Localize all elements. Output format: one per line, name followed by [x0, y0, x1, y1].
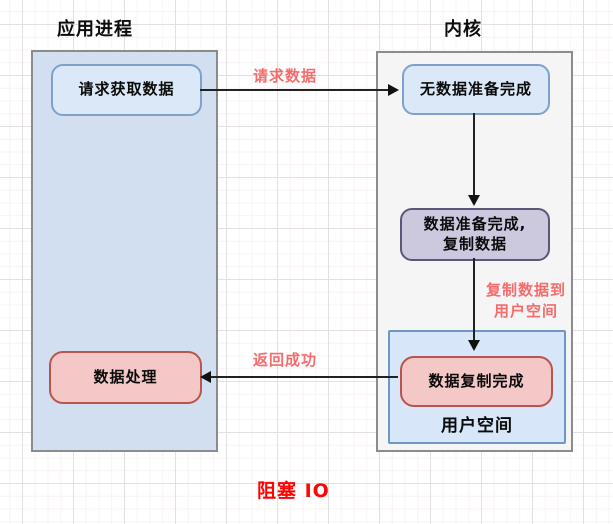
app-process-title: 应用进程 — [57, 19, 133, 40]
node-data-copied-label: 数据复制完成 — [428, 371, 525, 390]
node-data-ready-line1: 数据准备完成, — [423, 215, 527, 233]
node-data-ready-line2: 复制数据 — [442, 234, 507, 253]
node-no-data-ready-label: 无数据准备完成 — [419, 79, 532, 98]
kernel-container: 无数据准备完成 数据准备完成, 复制数据 数据复制完成 用户空间 — [376, 51, 573, 452]
node-request-data-label: 请求获取数据 — [78, 80, 175, 99]
arrow-copy-line — [473, 258, 475, 341]
node-request-data: 请求获取数据 — [51, 64, 202, 116]
arrow-wait-line — [473, 113, 475, 197]
diagram-caption: 阻塞 IO — [257, 480, 330, 502]
user-space-label: 用户空间 — [441, 416, 513, 436]
edge-label-return: 返回成功 — [253, 351, 318, 369]
arrow-return-head-icon — [200, 371, 211, 383]
arrow-request-line — [200, 89, 390, 91]
node-data-copied: 数据复制完成 — [400, 356, 553, 407]
arrow-copy-head-icon — [468, 340, 480, 351]
edge-label-copy: 复制数据到 用户空间 — [480, 280, 572, 322]
node-data-process: 数据处理 — [49, 351, 202, 404]
node-data-ready: 数据准备完成, 复制数据 — [400, 208, 550, 261]
app-process-container: 请求获取数据 数据处理 — [31, 50, 218, 452]
kernel-title: 内核 — [444, 19, 482, 40]
arrow-wait-head-icon — [468, 195, 480, 206]
edge-label-copy-line2: 用户空间 — [493, 302, 558, 320]
edge-label-request: 请求数据 — [253, 67, 318, 85]
node-data-process-label: 数据处理 — [93, 367, 158, 386]
arrow-return-line — [211, 376, 398, 378]
arrow-request-head-icon — [388, 84, 399, 96]
node-no-data-ready: 无数据准备完成 — [402, 64, 550, 115]
edge-label-copy-line1: 复制数据到 — [485, 281, 566, 299]
